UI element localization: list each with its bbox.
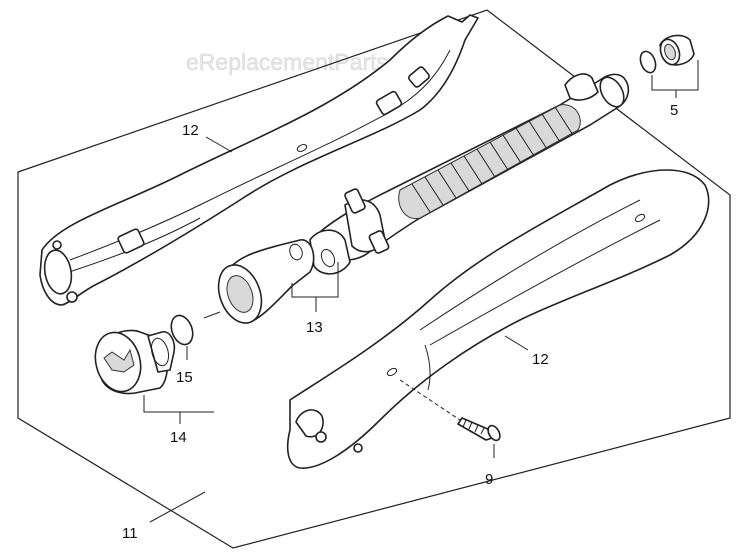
callout-15: 15	[176, 369, 193, 386]
leader-12-right	[504, 335, 529, 351]
assembly-outline	[17, 9, 731, 549]
handle-half-right	[286, 169, 710, 469]
nozzle-cap-part-14	[94, 329, 214, 413]
coupling-part-13	[217, 239, 339, 324]
callout-5: 5	[670, 102, 678, 119]
connector-part-5	[639, 34, 699, 98]
inner-tube-assembly	[309, 73, 630, 275]
callout-14: 14	[170, 429, 187, 446]
leader-11	[149, 491, 206, 523]
callout-9: 9	[485, 471, 493, 488]
callout-13: 13	[306, 319, 323, 336]
o-ring-part-15	[170, 314, 194, 346]
callout-12-right: 12	[532, 351, 549, 368]
screw-part-9	[399, 379, 501, 458]
handle-half-left	[39, 14, 479, 306]
callout-12-left: 12	[182, 122, 199, 139]
callout-11: 11	[122, 525, 138, 542]
leader-12-left	[205, 136, 233, 153]
